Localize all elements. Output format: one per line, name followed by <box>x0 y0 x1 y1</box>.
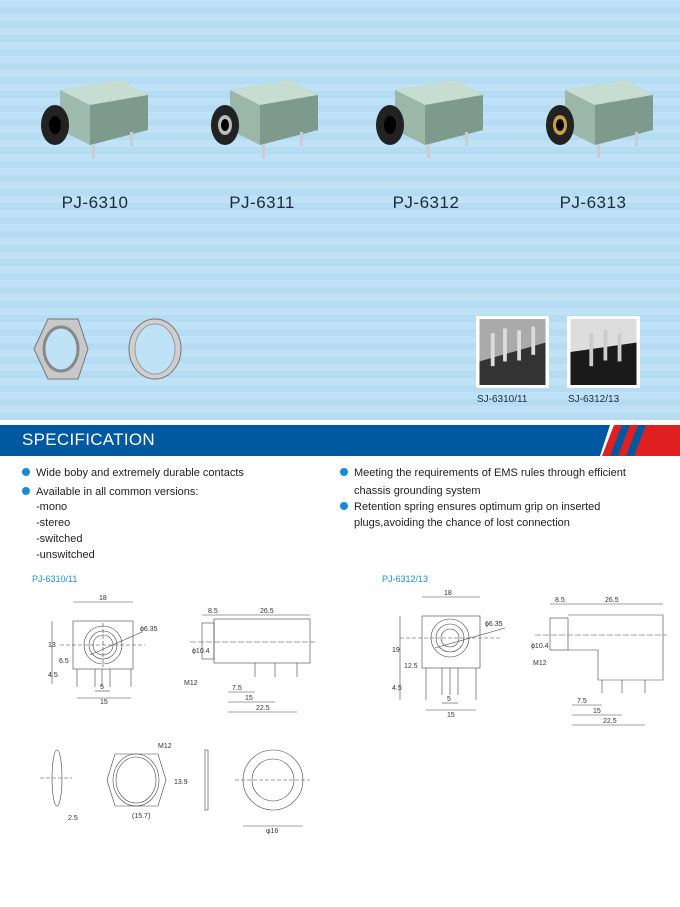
dimension-label: 18 <box>444 590 452 597</box>
nut-washer-drawing: 2.5 M12 (15.7) 13.9 φ16 <box>40 743 310 835</box>
dimension-label: (15.7) <box>132 813 150 820</box>
dimension-label: 6.5 <box>59 658 69 665</box>
dimension-label: 22.5 <box>603 718 617 725</box>
dimension-label: ϕ10.4 <box>192 648 210 655</box>
dimension-label: 15 <box>593 708 601 715</box>
dimension-label: 18 <box>99 595 107 602</box>
dimension-label: 12.5 <box>404 663 418 670</box>
version-item: -switched <box>36 533 83 545</box>
dimension-label: 8.5 <box>555 597 565 604</box>
jack-image-pj6310 <box>41 80 148 158</box>
version-item: -stereo <box>36 517 71 529</box>
dimension-label: φ16 <box>266 828 278 835</box>
dimension-label: ϕ6.35 <box>140 626 158 633</box>
section-title: SPECIFICATION <box>22 430 155 449</box>
dimension-label: 8.5 <box>208 608 218 615</box>
dimension-label: M12 <box>158 743 172 750</box>
dimension-label: 5 <box>447 696 451 703</box>
feature-bullet: Meeting the requirements of EMS rules th… <box>340 465 626 481</box>
jack-image-pj6312 <box>376 80 483 158</box>
dimension-label: 15 <box>447 712 455 719</box>
feature-bullet: Available in all common versions: <box>22 484 198 500</box>
washer-image <box>128 318 182 380</box>
jack-image-pj6311 <box>211 80 318 158</box>
jack-image-pj6313 <box>546 80 653 158</box>
dimension-label: 26.5 <box>605 597 619 604</box>
pin-photo-label: SJ-6312/13 <box>568 394 620 405</box>
version-item: -mono <box>36 501 68 513</box>
dimension-label: 22.5 <box>256 705 270 712</box>
red-stripes-decoration <box>600 425 680 456</box>
feature-bullet-cont: plugs,avoiding the chance of lost connec… <box>354 517 570 529</box>
dimension-label: 4.5 <box>392 685 402 692</box>
front-view-drawing-a: 18 ϕ6.35 13 6.54.5 5 15 <box>48 595 158 705</box>
dimension-label: 15 <box>100 699 108 705</box>
feature-bullet-cont: chassis grounding system <box>354 485 481 497</box>
pin-photo-label: SJ-6310/11 <box>477 394 528 405</box>
dimension-label: 13 <box>48 642 56 649</box>
hex-nut-image <box>33 318 89 380</box>
dimension-label: 13.9 <box>174 779 188 786</box>
version-item: -unswitched <box>36 549 95 561</box>
dimension-label: 4.5 <box>48 672 58 679</box>
feature-bullet: Wide boby and extremely durable contacts <box>22 465 244 481</box>
pin-photo-sj6312 <box>567 316 640 388</box>
product-label: PJ-6312 <box>392 193 460 212</box>
dimension-label: 26.5 <box>260 608 274 615</box>
product-label: PJ-6311 <box>229 193 295 212</box>
pin-photo-sj6310 <box>476 316 549 388</box>
dimension-label: 5 <box>100 684 104 691</box>
product-banner <box>0 0 680 420</box>
specification-banner: SPECIFICATION <box>0 425 680 456</box>
dimension-label: 7.5 <box>232 685 242 692</box>
feature-bullet: Retention spring ensures optimum grip on… <box>340 499 600 515</box>
drawing-title: PJ-6312/13 <box>382 574 429 584</box>
dimension-label: 7.5 <box>577 698 587 705</box>
drawing-title: PJ-6310/11 <box>32 574 78 584</box>
dimension-label: 15 <box>245 695 253 702</box>
product-label: PJ-6310 <box>61 193 129 212</box>
dimension-label: 2.5 <box>68 815 78 822</box>
dimension-label: M12 <box>184 680 198 687</box>
dimension-label: 19 <box>392 647 400 654</box>
front-view-drawing-b: 18 ϕ6.35 19 12.5 4.5 5 15 <box>392 590 506 719</box>
dimension-label: ϕ6.35 <box>485 621 503 628</box>
dimension-label: ϕ10.4 <box>531 643 549 650</box>
product-label: PJ-6313 <box>559 193 627 212</box>
dimension-label: M12 <box>533 660 547 667</box>
